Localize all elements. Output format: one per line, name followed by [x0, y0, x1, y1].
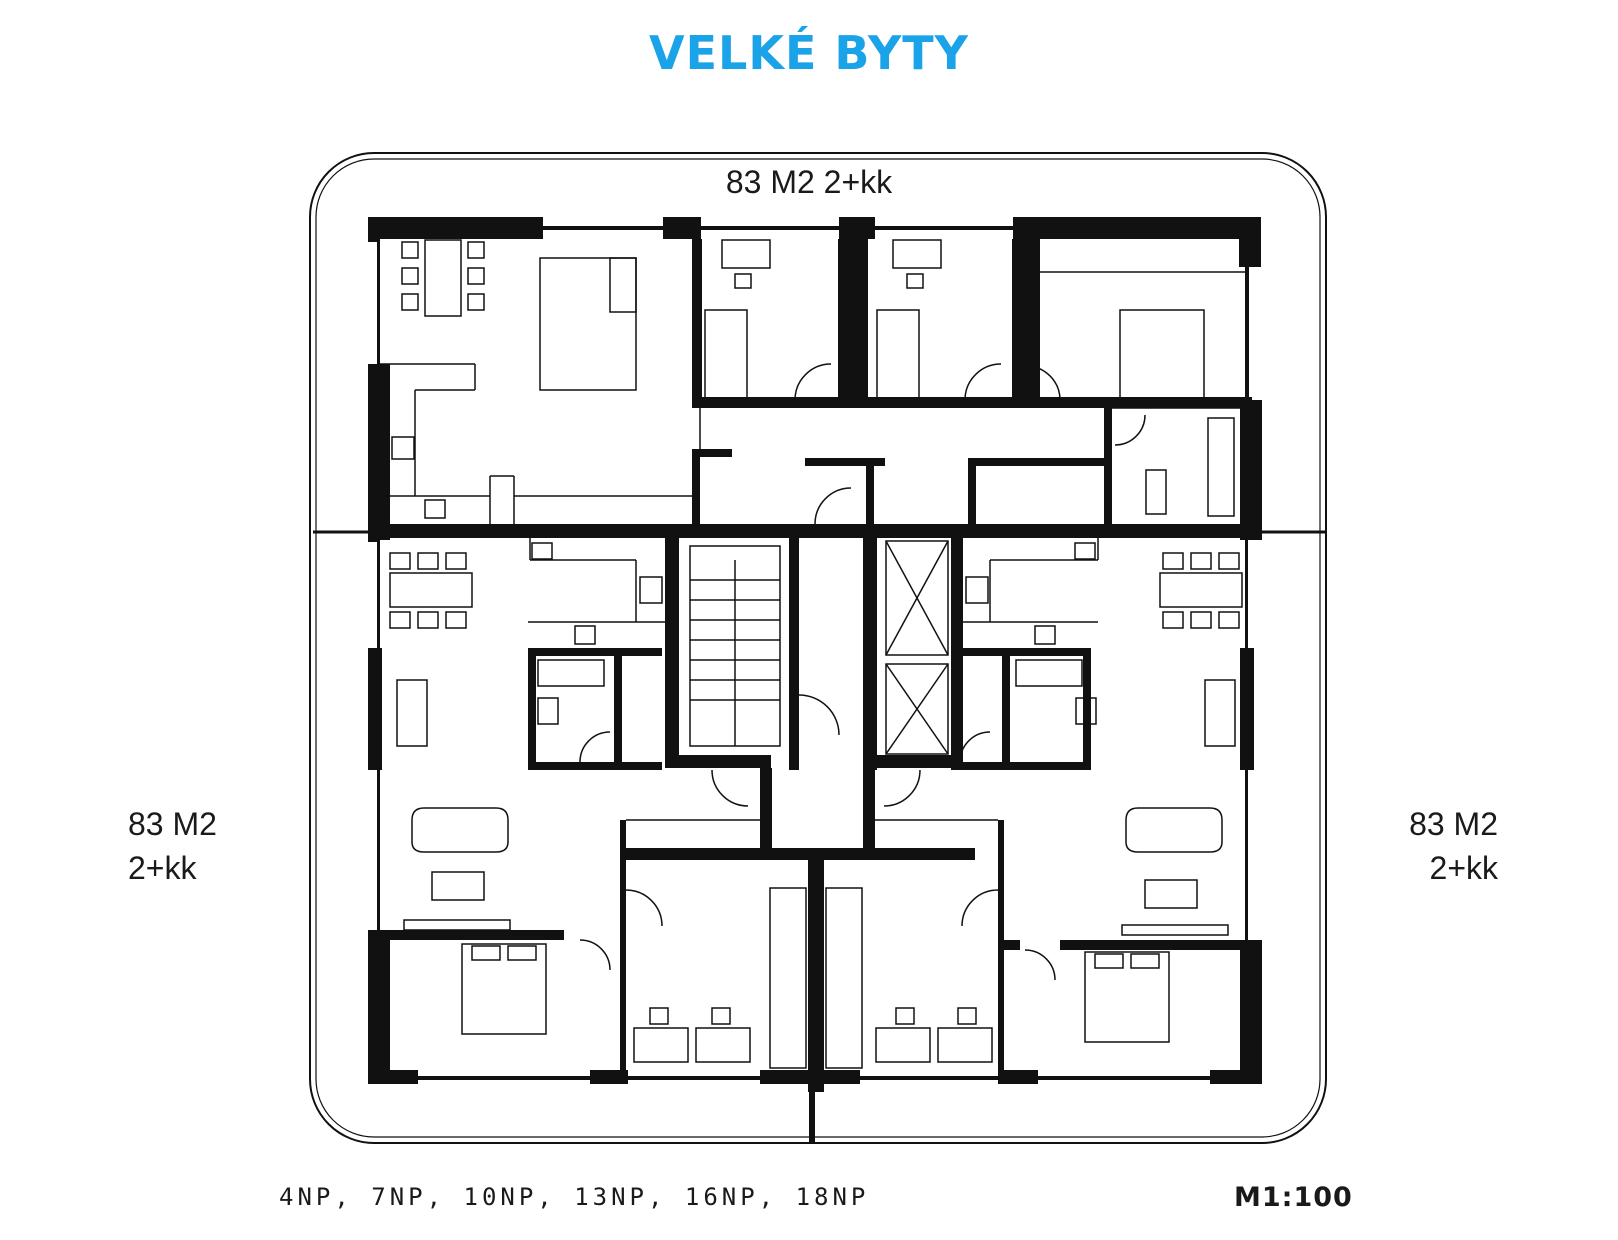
thin-lines	[380, 271, 1245, 821]
floor-list: 4NP, 7NP, 10NP, 13NP, 16NP, 18NP	[279, 1183, 870, 1211]
walls	[368, 217, 1262, 1092]
unit-label-right: 83 M2 2+kk	[1409, 802, 1498, 890]
unit-area-right: 83 M2	[1409, 806, 1498, 842]
unit-type-left: 2+kk	[128, 850, 197, 886]
page-title: VELKÉ BYTY	[649, 26, 969, 80]
unit-label-left: 83 M2 2+kk	[128, 802, 217, 890]
unit-label-top: 83 M2 2+kk	[725, 164, 893, 200]
building-outline-inner	[315, 158, 1321, 1138]
building-outline	[309, 152, 1327, 1144]
scale-label: M1:100	[1234, 1182, 1353, 1213]
furniture	[389, 239, 1243, 1069]
unit-type-right: 2+kk	[1429, 850, 1498, 886]
unit-area-left: 83 M2	[128, 806, 217, 842]
